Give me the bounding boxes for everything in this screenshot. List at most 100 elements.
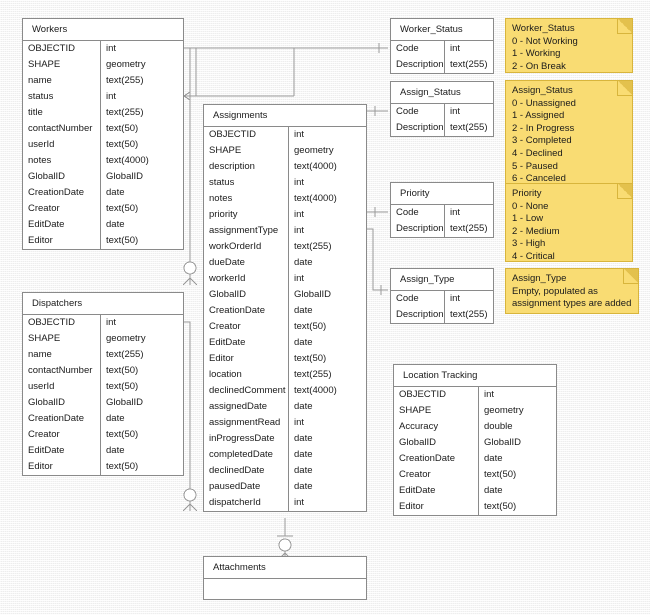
note-title: Priority	[512, 188, 542, 199]
field-type: int	[484, 389, 495, 400]
note-assign-type[interactable]: Assign_Type Empty, populated as assignme…	[505, 268, 639, 314]
field-type: text(50)	[294, 321, 327, 332]
note-priority[interactable]: Priority 0 - None 1 - Low 2 - Medium 3 -…	[505, 183, 633, 262]
field-type: date	[106, 219, 125, 230]
field-type: text(255)	[106, 349, 144, 360]
field-type: date	[106, 413, 125, 424]
field-type: int	[450, 106, 461, 117]
field-type: text(255)	[294, 241, 332, 252]
field-name: Creator	[23, 427, 101, 443]
field-type: date	[294, 305, 313, 316]
field-name: status	[204, 175, 289, 191]
field-name: workOrderId	[204, 239, 289, 255]
entity-title: Assign_Status	[391, 82, 493, 104]
field-name: Code	[391, 104, 445, 120]
field-type: int	[294, 417, 305, 428]
field-name: OBJECTID	[394, 387, 479, 403]
note-line: 2 - In Progress	[512, 122, 575, 134]
field-name: Editor	[394, 499, 479, 515]
entity-title: Worker_Status	[391, 19, 493, 41]
field-type: text(50)	[106, 429, 139, 440]
relationship-workers-worker-status	[183, 43, 388, 101]
field-type: date	[294, 337, 313, 348]
field-name: contactNumber	[23, 121, 101, 137]
field-name: userId	[23, 379, 101, 395]
field-name: Editor	[23, 233, 101, 249]
field-type: text(4000)	[106, 155, 149, 166]
field-type: geometry	[106, 333, 146, 344]
field-name: location	[204, 367, 289, 383]
field-type: text(50)	[106, 365, 139, 376]
note-line: 5 - Paused	[512, 160, 558, 172]
note-line: 1 - Assigned	[512, 110, 565, 122]
field-name: Editor	[204, 351, 289, 367]
note-line: 4 - Critical	[512, 250, 555, 262]
field-type: date	[294, 465, 313, 476]
field-name: OBJECTID	[204, 127, 289, 143]
entity-title: Assignments	[204, 105, 366, 127]
field-name: SHAPE	[23, 57, 101, 73]
field-name: Creator	[23, 201, 101, 217]
field-type: text(50)	[106, 139, 139, 150]
field-name: GlobalID	[394, 435, 479, 451]
note-line: 3 - Completed	[512, 135, 572, 147]
note-line: 3 - High	[512, 238, 546, 250]
field-name: title	[23, 105, 101, 121]
entity-attachments[interactable]: Attachments	[203, 556, 367, 600]
field-name: EditDate	[394, 483, 479, 499]
relationship-assignments-priority	[367, 207, 388, 217]
field-name: declinedDate	[204, 463, 289, 479]
field-type: text(255)	[450, 309, 488, 320]
field-name: name	[23, 347, 101, 363]
field-type: int	[450, 293, 461, 304]
note-line: assignment types are added	[512, 298, 632, 310]
note-assign-status[interactable]: Assign_Status 0 - Unassigned 1 - Assigne…	[505, 80, 633, 185]
field-type: int	[450, 43, 461, 54]
field-name: EditDate	[23, 443, 101, 459]
entity-title: Workers	[23, 19, 183, 41]
field-name: Description	[391, 57, 445, 73]
field-type: GlobalID	[294, 289, 331, 300]
note-line: Empty, populated as	[512, 285, 598, 297]
field-type: date	[294, 257, 313, 268]
field-name: declinedComment	[204, 383, 289, 399]
note-worker-status[interactable]: Worker_Status 0 - Not Working 1 - Workin…	[505, 18, 633, 73]
field-name: Code	[391, 291, 445, 307]
field-type: date	[294, 481, 313, 492]
